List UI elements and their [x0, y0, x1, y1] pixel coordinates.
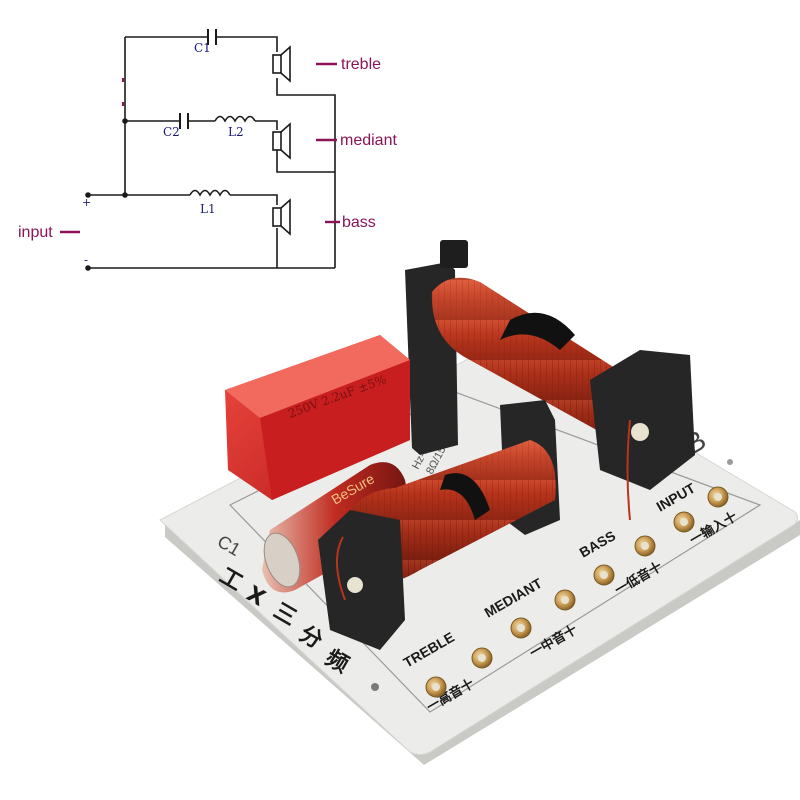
eyelet-input-neg	[673, 511, 695, 533]
label-plus: +	[82, 196, 91, 209]
terminal-eyelets	[425, 486, 729, 698]
callout-mediant: mediant	[340, 132, 397, 149]
inductor-l1-symbol	[189, 189, 231, 197]
eyelet-bass-pos	[634, 535, 656, 557]
speaker-mediant-symbol	[272, 122, 291, 160]
crossover-board: C1 B 工 X 三 分 频 TREBLE 一高音十 MEDIANT 一中音十 …	[159, 240, 800, 765]
speaker-treble-symbol	[272, 45, 291, 83]
callout-input: input	[18, 224, 53, 241]
callout-bass: bass	[342, 214, 376, 231]
label-l2: L2	[228, 125, 244, 139]
inductor-small	[318, 400, 631, 650]
eyelet-mediant-pos	[554, 589, 576, 611]
speaker-bass-symbol	[272, 198, 291, 236]
eyelet-input-pos	[707, 486, 729, 508]
callout-treble: treble	[341, 56, 381, 73]
capacitor-c2-symbol	[179, 113, 189, 129]
label-c2: C2	[163, 125, 180, 139]
schematic	[85, 29, 336, 271]
eyelet-mediant-neg	[510, 617, 532, 639]
film-capacitor: 250V 2.2uF ±5%	[225, 335, 410, 500]
label-minus: -	[84, 253, 88, 267]
callouts	[60, 62, 340, 234]
eyelet-treble-pos	[471, 647, 493, 669]
eyelet-treble-neg	[425, 676, 447, 698]
eyelet-bass-neg	[593, 564, 615, 586]
inductor-l2-symbol	[214, 115, 256, 123]
inductor-large	[405, 240, 695, 490]
label-l1: L1	[200, 202, 216, 216]
label-c1: C1	[194, 41, 211, 55]
